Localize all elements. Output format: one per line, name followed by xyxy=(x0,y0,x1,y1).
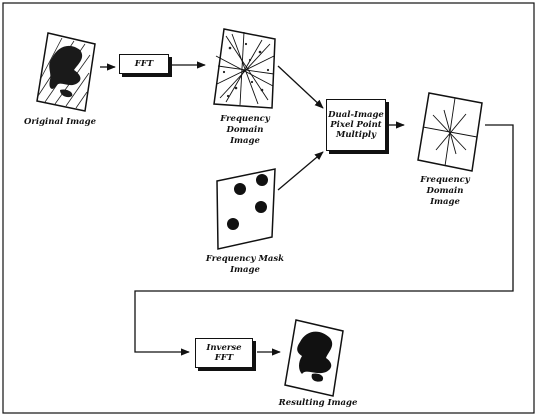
mask-dot xyxy=(234,183,246,195)
multiply-label-line: Multiply xyxy=(328,130,384,140)
fft-box: FFT xyxy=(119,54,169,74)
multiply-label-line: Dual-Image xyxy=(328,110,384,120)
frequency-domain-panel-2 xyxy=(418,93,482,171)
original-image-label: Original Image xyxy=(20,117,100,128)
frequency-domain-label-1: Frequency Domain Image xyxy=(205,114,285,147)
frequency-mask-label-line: Frequency Mask xyxy=(195,254,295,265)
mask-dot xyxy=(256,174,268,186)
inverse-fft-label-line: FFT xyxy=(206,353,241,363)
multiply-label-line: Pixel Point xyxy=(328,120,384,130)
frequency-domain-label-2: Frequency Domain Image xyxy=(405,175,485,208)
inverse-fft-box: Inverse FFT xyxy=(195,338,253,368)
fft-label: FFT xyxy=(135,59,153,69)
frequency-domain-label-1-line: Image xyxy=(205,136,285,147)
frequency-domain-label-2-line: Domain xyxy=(405,186,485,197)
frequency-domain-panel-1 xyxy=(214,29,275,108)
frequency-domain-label-1-line: Domain xyxy=(205,125,285,136)
frequency-mask-panel xyxy=(217,169,275,249)
arrow-freq-domain-to-multiply xyxy=(278,66,323,108)
frequency-domain-label-1-line: Frequency xyxy=(205,114,285,125)
inverse-fft-label-line: Inverse xyxy=(206,343,241,353)
original-image-panel xyxy=(37,33,95,111)
resulting-image-label: Resulting Image xyxy=(273,398,363,409)
frequency-mask-label-line: Image xyxy=(195,265,295,276)
frequency-domain-label-2-line: Image xyxy=(405,197,485,208)
mask-dot xyxy=(227,218,239,230)
resulting-image-panel xyxy=(285,320,343,396)
dual-image-multiply-box: Dual-Image Pixel Point Multiply xyxy=(326,99,386,151)
frequency-domain-label-2-line: Frequency xyxy=(405,175,485,186)
mask-dot xyxy=(255,201,267,213)
arrow-mask-to-multiply xyxy=(278,152,323,190)
frequency-mask-label: Frequency Mask Image xyxy=(195,254,295,276)
